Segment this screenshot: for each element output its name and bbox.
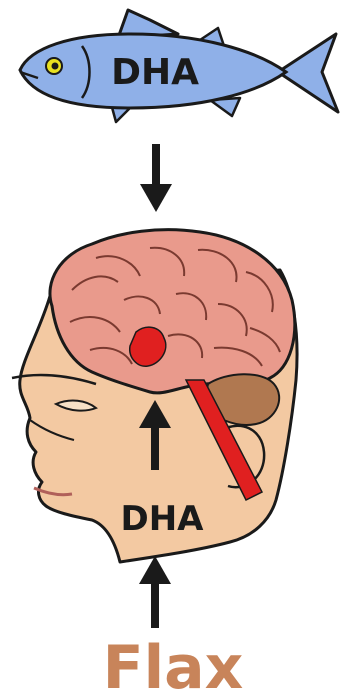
fish-pupil [52, 63, 59, 70]
arrow-fish-to-brain [140, 144, 172, 212]
fish-illustration: DHA [20, 10, 338, 122]
head-illustration: DHA [12, 230, 297, 562]
brain-cerebrum [50, 230, 295, 393]
flax-label: Flax [103, 633, 244, 692]
head-dha-label: DHA [121, 499, 205, 539]
arrow-flax-to-dha [139, 556, 171, 628]
fish-dha-label: DHA [111, 52, 199, 93]
